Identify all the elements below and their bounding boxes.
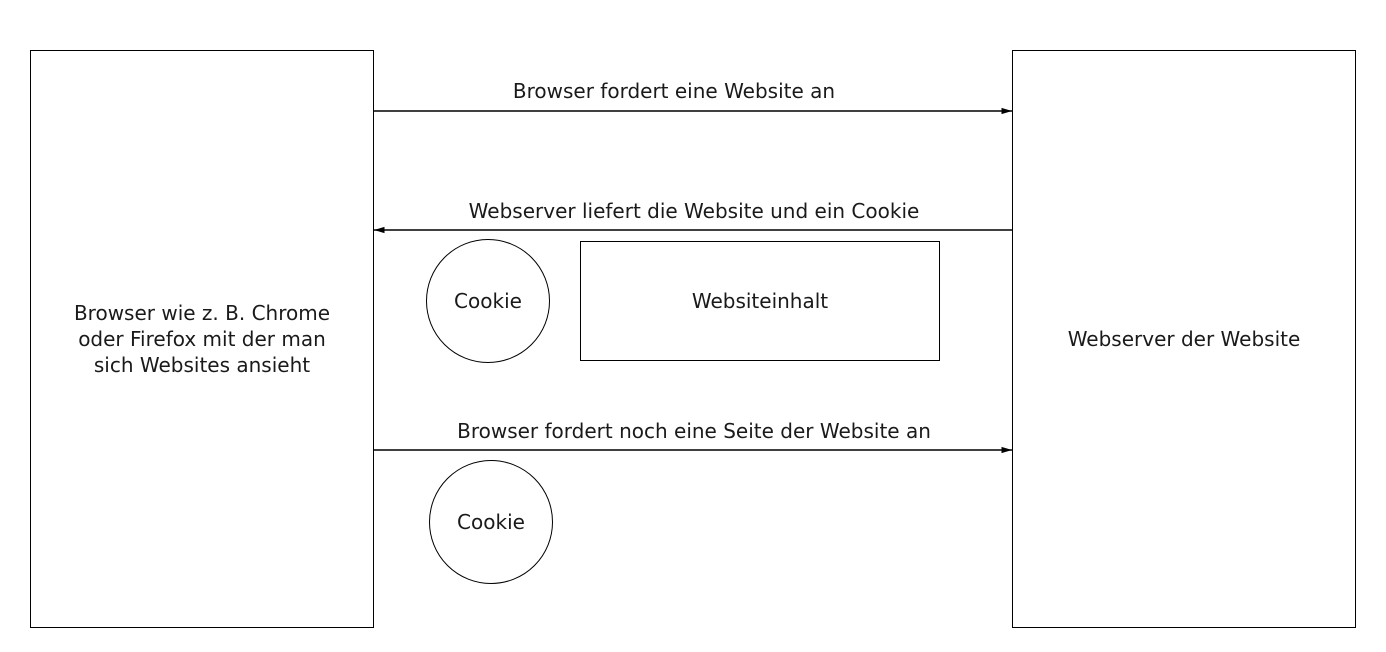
browser-label: Browser wie z. B. Chrome oder Firefox mi…: [73, 301, 331, 377]
browser-box: Browser wie z. B. Chrome oder Firefox mi…: [30, 50, 374, 628]
cookie-circle-request: Cookie: [429, 460, 553, 584]
website-content-label: Websiteinhalt: [691, 289, 829, 313]
webserver-box: Webserver der Website: [1012, 50, 1356, 628]
website-content-box: Websiteinhalt: [580, 241, 940, 361]
request-label-2: Browser fordert noch eine Seite der Webs…: [457, 419, 931, 443]
webserver-label: Webserver der Website: [1067, 327, 1301, 351]
cookie-label-response: Cookie: [454, 289, 522, 313]
response-label: Webserver liefert die Website und ein Co…: [468, 199, 920, 223]
request-label-1: Browser fordert eine Website an: [512, 79, 836, 103]
cookie-label-request: Cookie: [457, 510, 525, 534]
cookie-circle-response: Cookie: [426, 239, 550, 363]
